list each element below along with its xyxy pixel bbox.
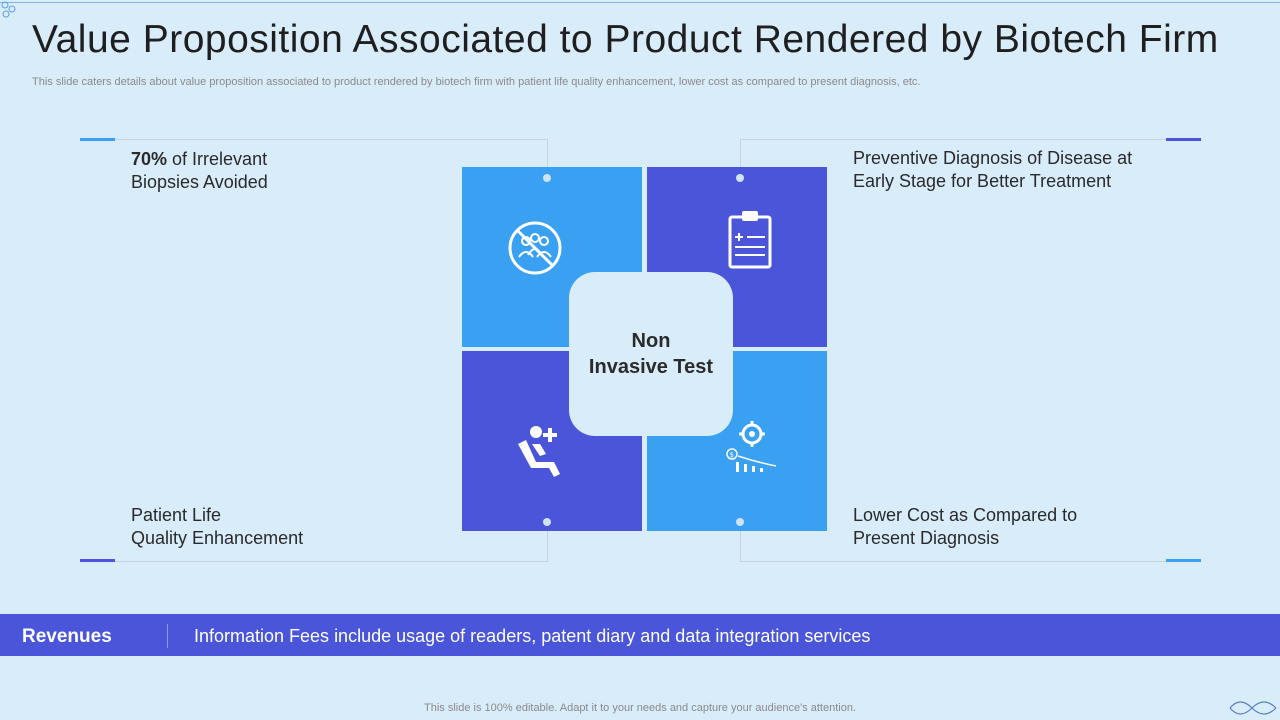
connector-top-left-drop: [547, 139, 548, 177]
tile-dot-top-left: [543, 174, 551, 182]
connector-top-right-drop: [740, 139, 741, 177]
revenues-banner: [0, 614, 1280, 656]
dna-logo-icon: [1, 1, 16, 18]
point-top-right: Preventive Diagnosis of Disease at Early…: [853, 147, 1183, 193]
revenues-text: Information Fees include usage of reader…: [194, 626, 871, 646]
slide-subtitle: This slide caters details about value pr…: [32, 76, 921, 88]
point-top-left-line1: of Irrelevant: [167, 149, 268, 169]
center-label-line1: Non: [631, 330, 671, 352]
slide-title: Value Proposition Associated to Product …: [32, 18, 1219, 61]
point-bottom-left-line2: Quality Enhancement: [131, 528, 304, 548]
tile-dot-bottom-left: [543, 518, 551, 526]
cost-reduction-icon: $: [726, 421, 777, 472]
accent-top-left: [80, 138, 115, 141]
tile-dot-bottom-right: [736, 518, 744, 526]
banner-divider: [167, 624, 168, 648]
center-label-line2: Invasive Test: [588, 356, 714, 378]
point-bottom-right-line1: Lower Cost as Compared to: [853, 505, 1078, 525]
connector-bottom-left-rise: [547, 523, 548, 561]
connector-bottom-right: [740, 561, 1201, 562]
clipboard-icon: [728, 211, 772, 269]
no-crowd-icon: [508, 221, 562, 275]
point-bottom-left: Patient Life Quality Enhancement: [131, 504, 431, 550]
svg-text:$: $: [730, 451, 734, 459]
accent-bottom-right: [1166, 559, 1201, 562]
revenues-label: Revenues: [22, 626, 112, 647]
accent-top-right: [1166, 138, 1201, 141]
connector-bottom-left: [80, 561, 548, 562]
point-top-right-line1: Preventive Diagnosis of Disease at: [853, 148, 1133, 168]
dna-decoration-icon: [1229, 701, 1277, 715]
point-bottom-left-line1: Patient Life: [131, 505, 222, 525]
connector-top-left: [80, 139, 548, 140]
accent-bottom-left: [80, 559, 115, 562]
point-top-left-line2: Biopsies Avoided: [131, 172, 268, 192]
point-top-left: 70% of Irrelevant Biopsies Avoided: [131, 148, 431, 194]
point-highlight: 70%: [131, 149, 168, 169]
center-label: Non Invasive Test: [569, 272, 733, 436]
footer-note: This slide is 100% editable. Adapt it to…: [424, 702, 856, 714]
point-top-right-line2: Early Stage for Better Treatment: [853, 171, 1112, 191]
patient-seat-icon: [518, 426, 560, 477]
top-border-line: [0, 2, 1280, 3]
point-bottom-right-line2: Present Diagnosis: [853, 528, 1000, 548]
point-bottom-right: Lower Cost as Compared to Present Diagno…: [853, 504, 1183, 550]
tile-dot-top-right: [736, 174, 744, 182]
connector-top-right: [740, 139, 1201, 140]
connector-bottom-right-rise: [740, 523, 741, 561]
